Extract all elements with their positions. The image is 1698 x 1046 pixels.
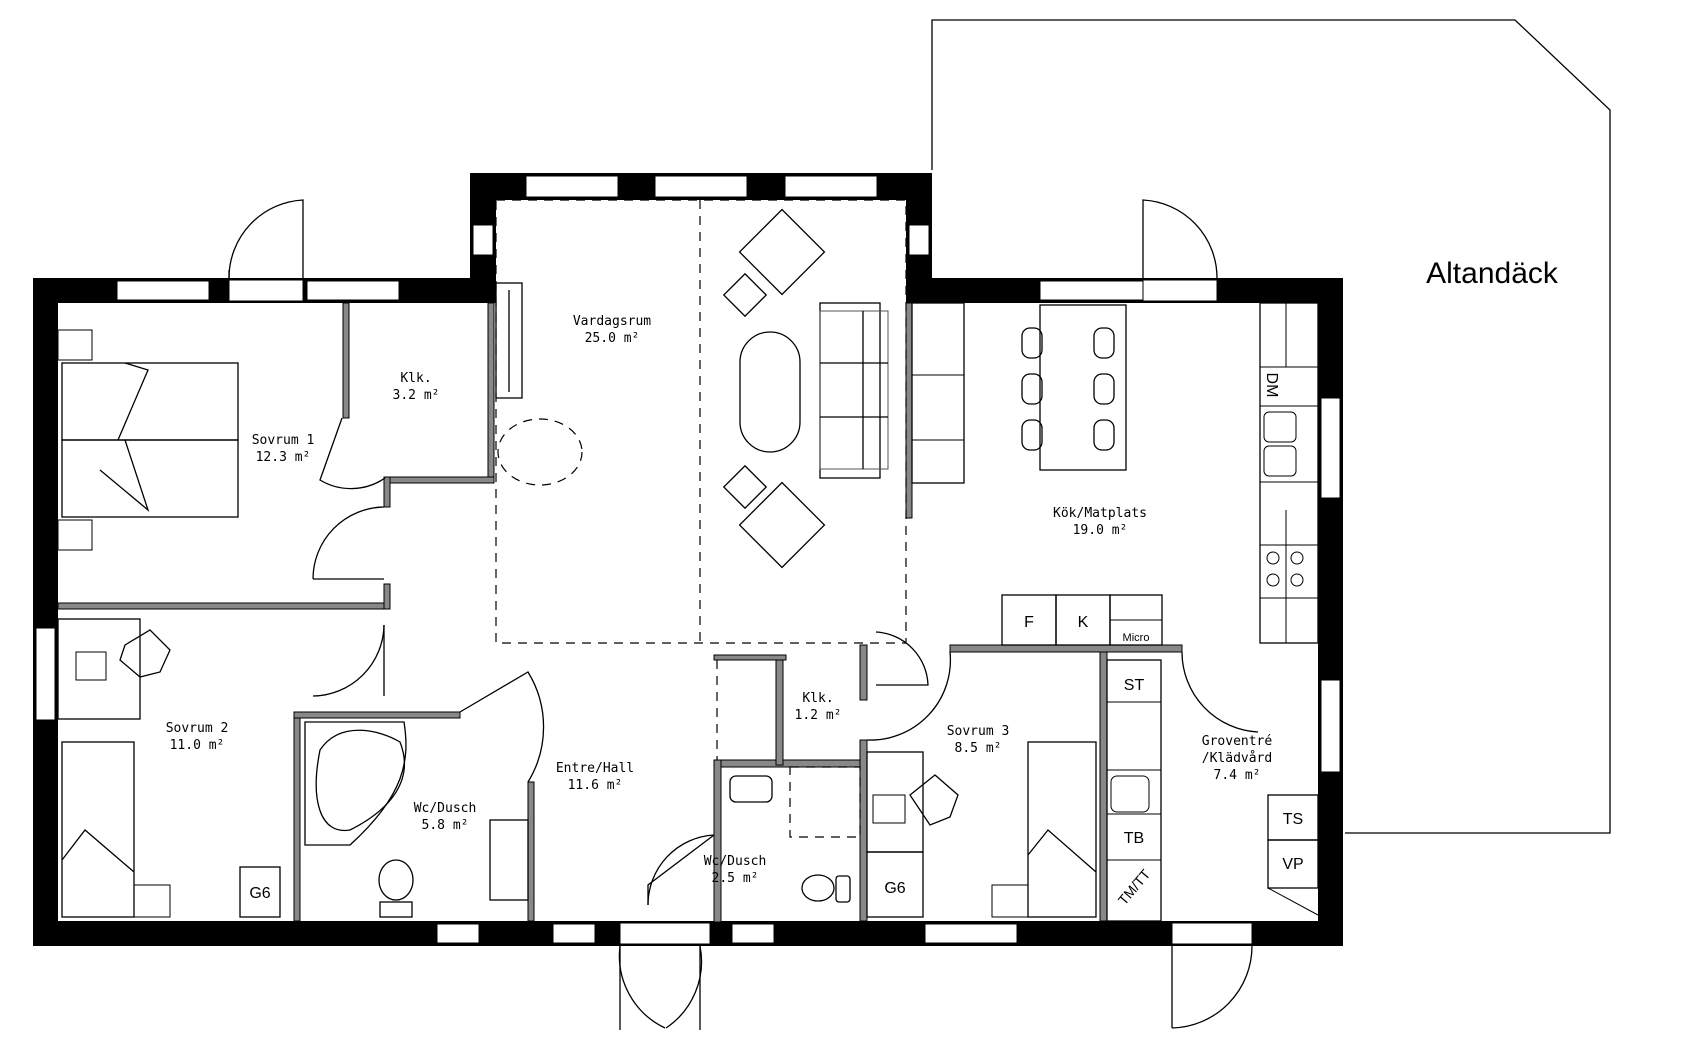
corner-bathtub [304,721,407,846]
interior-doors [312,417,1259,906]
room-area-kok: 19.0 m² [1073,523,1128,538]
desk-sovrum2 [57,618,171,720]
vp-label: VP [1282,856,1303,873]
freezer-label: F [1024,614,1034,631]
interior-walls [57,302,1183,923]
kitchen-counter: DM [1259,302,1319,644]
exterior-doors [228,199,1253,1030]
room-area-wc2: 2.5 m² [712,871,759,886]
single-bed-sovrum3 [991,741,1097,918]
room-area-vardagsrum: 25.0 m² [585,331,640,346]
deck-outline [931,19,1611,834]
dashed-zones [495,199,907,838]
g6-label: G6 [249,885,270,902]
room-area-sovrum1: 12.3 m² [256,450,311,465]
room-name-hall: Entre/Hall [556,761,634,776]
room-name-kok: Kök/Matplats [1053,506,1147,521]
room-name-sovrum1: Sovrum 1 [252,433,315,448]
ts-vp-units: TS VP [1267,794,1319,916]
laundry-counter: ST TB TM/TT [1106,659,1162,922]
tmtt-label: TM/TT [1115,866,1154,908]
wc2-fixtures [729,775,851,903]
deck-label: Altandäck [1426,257,1559,290]
fridge-freezer-micro: F K Micro [1001,594,1163,646]
windows [35,175,1341,944]
room-area-klk2: 1.2 m² [795,708,842,723]
fridge-label: K [1078,614,1089,631]
room-name-wc2: Wc/Dusch [704,854,767,869]
g6-box-a: G6 [239,866,281,918]
g6-label: G6 [884,880,905,897]
sink-wc1 [489,819,529,901]
room-area-sovrum2: 11.0 m² [170,738,225,753]
room-name-groventre: Groventré [1202,734,1273,749]
room-name-klk1: Klk. [400,371,431,386]
dishwasher-label: DM [1263,373,1280,398]
room-name-wc1: Wc/Dusch [414,801,477,816]
single-bed-sovrum2 [61,741,171,918]
double-bed [57,329,239,551]
room-name-klk2: Klk. [802,691,833,706]
room-name-sovrum2: Sovrum 2 [166,721,229,736]
room-area-sovrum3: 8.5 m² [955,741,1002,756]
kitchen-bench [911,302,965,484]
room-area-hall: 11.6 m² [568,778,623,793]
ts-label: TS [1283,811,1303,828]
toilet-wc1 [378,859,414,918]
st-label: ST [1124,677,1145,694]
room-area-groventre: 7.4 m² [1214,768,1261,783]
tb-label: TB [1124,830,1144,847]
room-area-klk1: 3.2 m² [393,388,440,403]
sofa [819,302,889,479]
coffee-table [739,331,801,453]
armchairs [722,208,826,569]
room-labels: Vardagsrum 25.0 m² Klk. 3.2 m² Sovrum 1 … [166,314,1273,886]
room-name-vardagsrum: Vardagsrum [573,314,651,329]
dining-table [1021,304,1127,471]
room-name2-groventre: /Klädvård [1202,751,1272,766]
room-area-wc1: 5.8 m² [422,818,469,833]
microwave-label: Micro [1123,632,1150,644]
desk-sovrum3: G6 [866,751,959,918]
room-name-sovrum3: Sovrum 3 [947,724,1010,739]
fireplace [495,282,523,399]
